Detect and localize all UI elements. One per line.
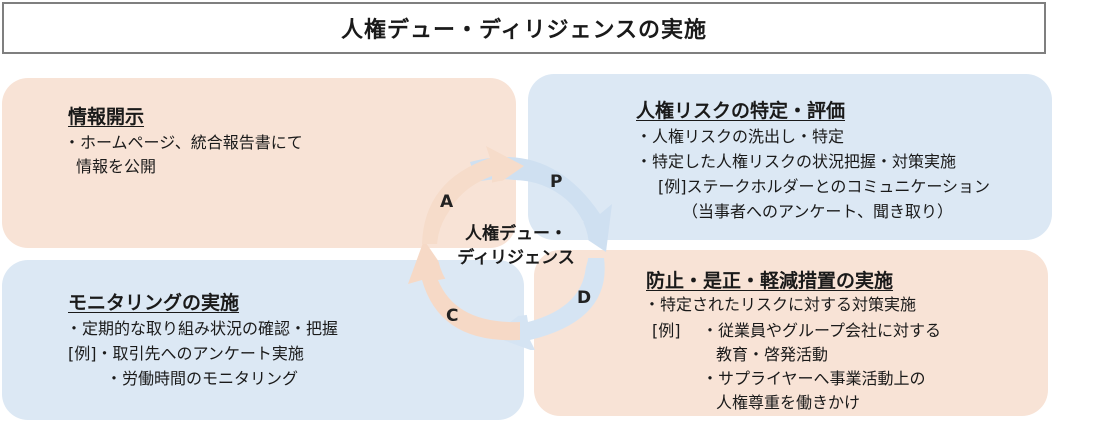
panel-prevention-heading: 防止・是正・軽減措置の実施 — [646, 270, 894, 292]
panel-disclosure-line: ・ホームページ、統合報告書にて — [64, 133, 303, 152]
page-title: 人権デュー・ディリジェンスの実施 — [2, 2, 1046, 54]
cycle-arrow-a — [422, 146, 524, 244]
pdca-cycle-ring — [408, 146, 612, 350]
phase-label-a: A — [440, 192, 454, 212]
panel-prevention-line: ・サプライヤーへ事業活動上の — [702, 369, 926, 388]
phase-label-p: P — [550, 172, 563, 192]
panel-monitoring-line: ・定期的な取り組み状況の確認・把握 — [66, 319, 339, 338]
panel-risk-identification-line: [例]ステークホルダーとのコミュニケーション — [658, 177, 991, 196]
panel-risk-identification-line: （当事者へのアンケート、聞き取り） — [682, 202, 954, 221]
phase-label-d: D — [577, 288, 592, 308]
panel-prevention: 防止・是正・軽減措置の実施 ・特定されたリスクに対する対策実施 [例] ・従業員… — [534, 250, 1048, 416]
panel-disclosure: 情報開示 ・ホームページ、統合報告書にて 情報を公開 — [2, 78, 516, 248]
phase-label-c: C — [446, 306, 459, 326]
cycle-arrow-d — [492, 258, 605, 350]
cycle-center-line2: ディリジェンス — [457, 248, 575, 268]
panel-risk-identification-line: ・人権リスクの洗出し・特定 — [636, 127, 845, 146]
panel-prevention-line: ・特定されたリスクに対する対策実施 — [644, 295, 917, 314]
cycle-arrow-p — [470, 156, 612, 252]
panel-monitoring-line: ・労働時間のモニタリング — [106, 369, 299, 388]
cycle-center-label: 人権デュー・ ディリジェンス — [446, 222, 586, 270]
panel-prevention-line: 人権尊重を働きかけ — [716, 393, 861, 412]
panel-risk-identification-heading: 人権リスクの特定・評価 — [636, 100, 846, 122]
panel-prevention-line: [例] — [652, 321, 681, 340]
panel-prevention-line: 教育・啓発活動 — [716, 345, 829, 364]
cycle-center-line1: 人権デュー・ — [465, 224, 567, 244]
panel-monitoring-heading: モニタリングの実施 — [68, 292, 240, 314]
cycle-arrow-c — [408, 240, 520, 341]
panel-monitoring-line: [例]・取引先へのアンケート実施 — [68, 344, 304, 363]
panel-risk-identification: 人権リスクの特定・評価 ・人権リスクの洗出し・特定 ・特定した人権リスクの状況把… — [528, 74, 1052, 240]
panel-risk-identification-line: ・特定した人権リスクの状況把握・対策実施 — [636, 152, 957, 171]
panel-disclosure-line: 情報を公開 — [76, 157, 157, 176]
panel-disclosure-heading: 情報開示 — [68, 106, 145, 128]
panel-prevention-line: ・従業員やグループ会社に対する — [702, 321, 942, 340]
